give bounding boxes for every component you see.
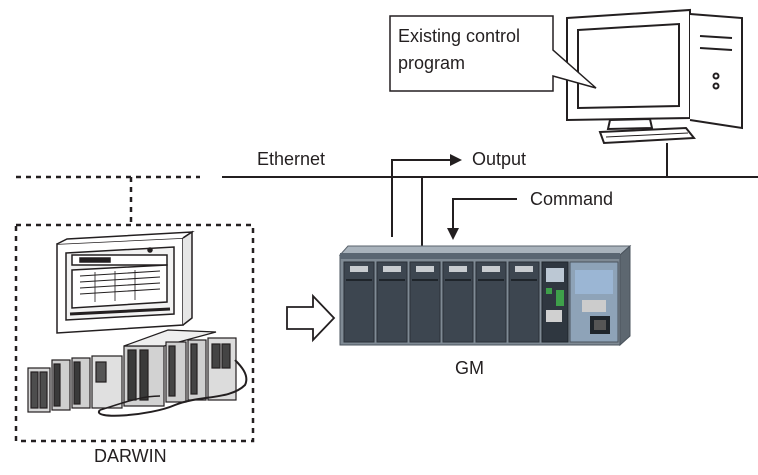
gm-io-modules [343,261,540,343]
callout-line-2: program [398,53,466,73]
darwin-recorder [56,230,195,334]
callout-text: Existing control program [398,23,548,77]
callout-line-1: Existing control [398,26,521,46]
ethernet-label: Ethernet [257,149,326,169]
darwin-label: DARWIN [94,446,167,466]
command-arrow [447,198,517,240]
output-arrow [391,154,462,237]
pc-computer [566,8,743,145]
gm-label: GM [455,358,484,378]
data-transfer-arrow [286,293,336,343]
darwin-dashed-box [14,223,255,443]
pc-tower [689,13,743,130]
gm-main-module [541,261,569,343]
pc-monitor [566,8,691,131]
command-label: Command [530,189,614,209]
gm-device [338,244,632,347]
darwin-module-rack [27,329,248,417]
output-label: Output [472,149,527,169]
callout-box [389,15,597,92]
pc-keyboard [598,126,696,145]
gm-power-module [569,261,619,343]
